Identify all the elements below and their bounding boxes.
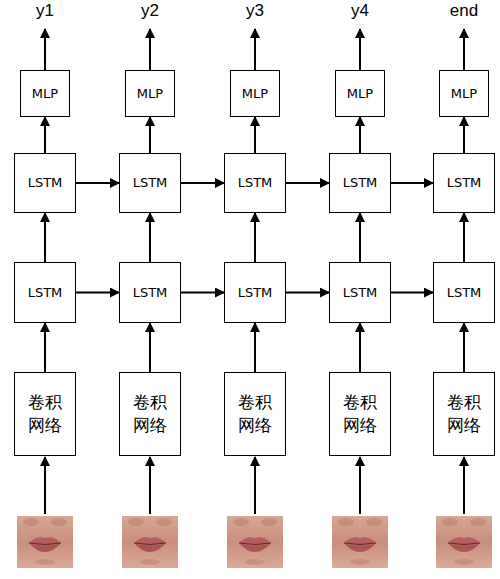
- input-arrow: [359, 457, 361, 514]
- mlp-box: MLP: [439, 70, 489, 117]
- lstm-box: LSTM: [119, 153, 181, 213]
- output-arrows: [45, 29, 464, 70]
- face-image: [122, 516, 178, 568]
- flow-arrow: [44, 117, 46, 153]
- flow-arrow: [286, 292, 329, 294]
- node-text: MLP: [32, 85, 58, 103]
- lstm-box: LSTM: [224, 262, 286, 323]
- flow-arrow: [44, 213, 46, 262]
- node-text: 卷积 网络: [27, 391, 63, 437]
- output-arrow: [463, 29, 465, 70]
- node-text: LSTM: [447, 174, 482, 192]
- output-arrow: [44, 29, 46, 70]
- node-text: MLP: [347, 85, 373, 103]
- mlp-box: MLP: [335, 70, 385, 117]
- lstm-box: LSTM: [329, 153, 391, 213]
- cnn-box: 卷积 网络: [14, 372, 76, 456]
- flow-arrow: [254, 213, 256, 262]
- flow-arrow: [149, 323, 151, 372]
- flow-arrow: [359, 323, 361, 372]
- node-text: LSTM: [28, 174, 63, 192]
- output-label: end: [434, 1, 494, 21]
- input-arrow: [463, 457, 465, 514]
- output-arrow: [359, 29, 361, 70]
- output-label: y2: [120, 1, 180, 21]
- input-arrow: [149, 457, 151, 514]
- output-arrow: [254, 29, 256, 70]
- mlp-box: MLP: [230, 70, 280, 117]
- flow-arrow: [76, 292, 119, 294]
- flow-arrow: [254, 323, 256, 372]
- node-text: 卷积 网络: [237, 391, 273, 437]
- output-label: y3: [225, 1, 285, 21]
- input-arrow: [44, 457, 46, 514]
- face-image: [227, 516, 283, 568]
- output-label: y4: [330, 1, 390, 21]
- flow-arrow: [359, 213, 361, 262]
- flow-arrow: [149, 117, 151, 153]
- mlp-box: MLP: [125, 70, 175, 117]
- face-image: [436, 516, 492, 568]
- flow-arrow: [391, 292, 433, 294]
- flow-arrow: [181, 182, 224, 184]
- node-text: LSTM: [238, 174, 273, 192]
- node-text: LSTM: [447, 284, 482, 302]
- face-images: [17, 516, 492, 568]
- node-text: 卷积 网络: [132, 391, 168, 437]
- flow-arrow: [149, 213, 151, 262]
- cnn-box: 卷积 网络: [224, 372, 286, 456]
- node-text: MLP: [242, 85, 268, 103]
- lstm-box: LSTM: [224, 153, 286, 213]
- cnn-box: 卷积 网络: [329, 372, 391, 456]
- output-label: y1: [15, 1, 75, 21]
- flow-arrow: [44, 323, 46, 372]
- lstm-box: LSTM: [14, 262, 76, 323]
- flow-arrow: [76, 182, 119, 184]
- lstm-box: LSTM: [119, 262, 181, 323]
- lstm-box: LSTM: [329, 262, 391, 323]
- node-text: 卷积 网络: [446, 391, 482, 437]
- node-text: LSTM: [238, 284, 273, 302]
- lstm-box: LSTM: [433, 262, 495, 323]
- node-text: LSTM: [133, 284, 168, 302]
- flow-arrow: [181, 292, 224, 294]
- face-image: [332, 516, 388, 568]
- node-text: LSTM: [343, 284, 378, 302]
- node-text: LSTM: [133, 174, 168, 192]
- node-text: LSTM: [28, 284, 63, 302]
- cnn-box: 卷积 网络: [433, 372, 495, 456]
- face-image: [17, 516, 73, 568]
- flow-arrow: [463, 213, 465, 262]
- mlp-box: MLP: [20, 70, 70, 117]
- node-text: MLP: [137, 85, 163, 103]
- flow-arrow: [359, 117, 361, 153]
- node-text: 卷积 网络: [342, 391, 378, 437]
- input-arrow: [254, 457, 256, 514]
- flow-arrow: [391, 182, 433, 184]
- flow-arrow: [254, 117, 256, 153]
- flow-arrow: [463, 323, 465, 372]
- node-text: LSTM: [343, 174, 378, 192]
- flow-arrow: [286, 182, 329, 184]
- node-text: MLP: [451, 85, 477, 103]
- output-arrow: [149, 29, 151, 70]
- input-arrows: [45, 457, 464, 514]
- lstm-box: LSTM: [433, 153, 495, 213]
- flow-arrow: [463, 117, 465, 153]
- lstm-box: LSTM: [14, 153, 76, 213]
- cnn-box: 卷积 网络: [119, 372, 181, 456]
